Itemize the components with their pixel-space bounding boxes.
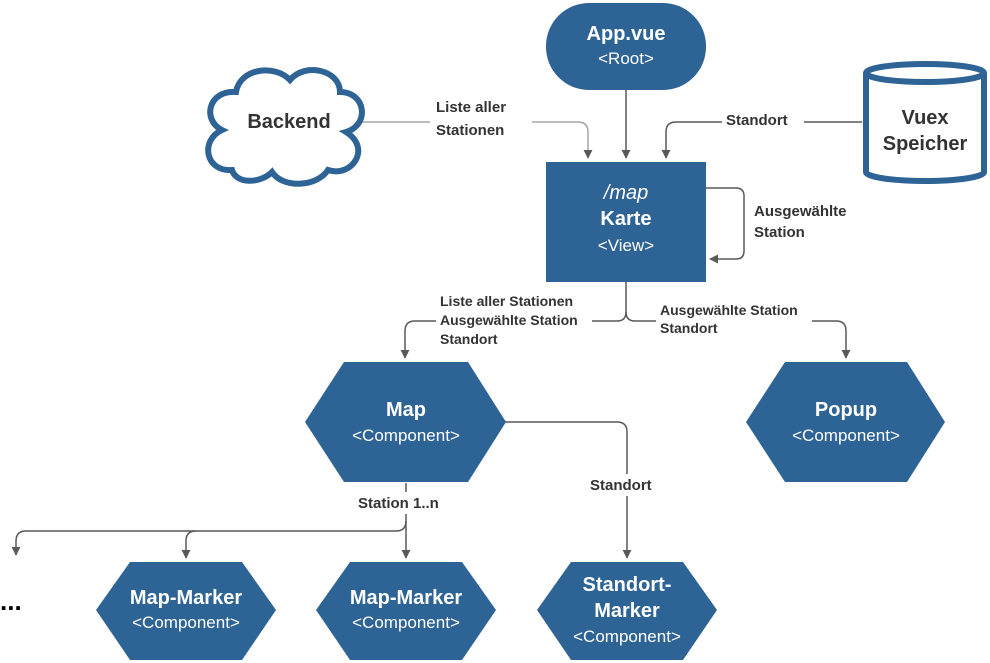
node-app-vue[interactable]: App.vue <Root> <box>546 3 706 90</box>
cylinder-body <box>863 73 987 184</box>
edge-map-to-more-markers <box>11 530 196 556</box>
backend-title: Backend <box>247 111 330 133</box>
more-markers-ellipsis: ... <box>0 586 22 616</box>
node-standort-marker[interactable]: Standort- Marker <Component> <box>537 562 717 660</box>
label-station-1n: Station 1..n <box>358 495 439 512</box>
node-map-component[interactable]: Map <Component> <box>305 362 506 482</box>
standort-marker-subtitle: <Component> <box>573 627 681 646</box>
label-standort-marker-edge: Standort <box>590 477 652 494</box>
karte-subtitle: <View> <box>598 236 654 255</box>
app-subtitle: <Root> <box>598 49 654 68</box>
marker2-title: Map-Marker <box>350 587 462 609</box>
standort-marker-title-line1: Standort- <box>583 574 672 596</box>
edge-map-to-marker-1 <box>181 520 407 559</box>
node-vuex-speicher[interactable]: Vuex Speicher <box>863 61 987 184</box>
label-popup-line2: Standort <box>660 320 718 336</box>
marker2-subtitle: <Component> <box>352 613 460 632</box>
standort-marker-title-line2: Marker <box>594 600 660 622</box>
label-map-line3: Standort <box>440 331 498 347</box>
label-popup-line1: Ausgewählte Station <box>660 302 798 318</box>
node-backend[interactable]: Backend <box>205 67 365 187</box>
app-title: App.vue <box>587 23 666 45</box>
map-subtitle: <Component> <box>352 426 460 445</box>
vuex-title-line2: Speicher <box>883 133 968 155</box>
marker1-title: Map-Marker <box>130 587 242 609</box>
marker1-subtitle: <Component> <box>132 613 240 632</box>
label-map-line2: Ausgewählte Station <box>440 312 578 328</box>
edge-backend-to-karte <box>360 121 593 159</box>
node-popup-component[interactable]: Popup <Component> <box>746 362 945 482</box>
node-karte-view[interactable]: /map Karte <View> <box>546 162 706 282</box>
node-map-marker-1[interactable]: Map-Marker <Component> <box>96 562 276 660</box>
label-backend-line1: Liste aller <box>436 99 506 116</box>
karte-route: /map <box>602 182 648 204</box>
edge-karte-to-popup <box>625 311 851 359</box>
edge-karte-self-loop <box>706 187 745 264</box>
karte-title: Karte <box>600 208 651 230</box>
edge-map-to-standort-marker <box>505 421 632 559</box>
label-vuex-standort: Standort <box>726 112 788 129</box>
cylinder-top <box>863 61 987 85</box>
label-self-line2: Station <box>754 224 805 241</box>
popup-subtitle: <Component> <box>792 426 900 445</box>
vuex-title-line1: Vuex <box>901 107 948 129</box>
label-self-line1: Ausgewählte <box>754 203 847 220</box>
edge-vuex-to-karte <box>661 121 862 159</box>
label-map-line1: Liste aller Stationen <box>440 293 573 309</box>
map-title: Map <box>386 399 426 421</box>
node-map-marker-2[interactable]: Map-Marker <Component> <box>316 562 496 660</box>
label-backend-line2: Stationen <box>436 122 504 139</box>
cloud-shape <box>205 67 365 187</box>
popup-title: Popup <box>815 399 877 421</box>
